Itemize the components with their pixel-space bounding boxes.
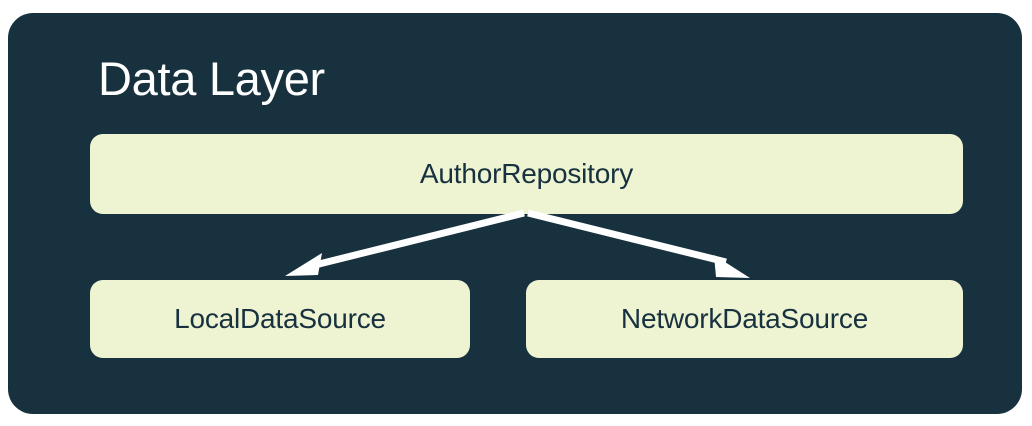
node-local-data-source-label: LocalDataSource — [174, 303, 386, 334]
node-local-data-source[interactable]: LocalDataSource — [90, 280, 470, 358]
page-title: Data Layer — [98, 52, 325, 105]
node-author-repository-label: AuthorRepository — [419, 158, 634, 189]
node-network-data-source[interactable]: NetworkDataSource — [526, 280, 963, 358]
node-network-data-source-label: NetworkDataSource — [620, 303, 869, 334]
node-author-repository[interactable]: AuthorRepository — [90, 134, 963, 214]
